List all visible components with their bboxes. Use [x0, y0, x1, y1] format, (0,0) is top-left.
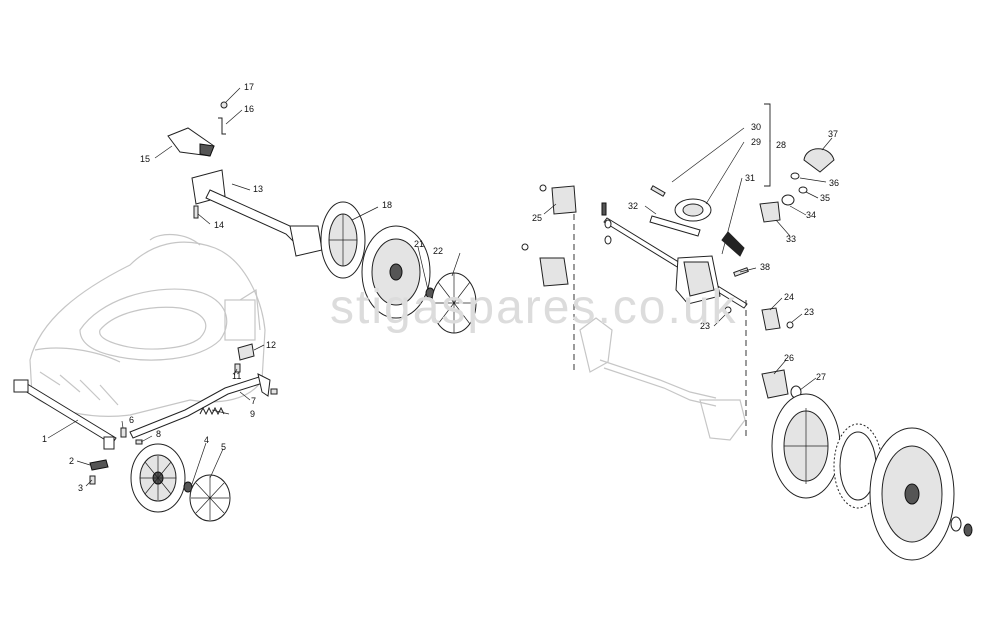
handle-bracket-part[interactable] [191, 169, 323, 257]
hubcap-part-22[interactable] [431, 272, 477, 334]
drive-frame-ghost [579, 317, 746, 441]
callout-32: 32 [628, 201, 638, 211]
screw-part[interactable] [89, 475, 96, 485]
pinion-part-24[interactable] [724, 306, 794, 331]
callout-labels: 1 2 3 4 5 6 7 8 9 11 12 13 14 15 16 17 1… [42, 82, 839, 493]
callout-16: 16 [244, 104, 254, 114]
leader-lines [47, 87, 833, 487]
callout-21: 21 [414, 239, 424, 249]
callout-5: 5 [221, 442, 226, 452]
callout-28: 28 [776, 140, 786, 150]
nut-part-17[interactable] [220, 101, 228, 109]
wheel-cover-part-right[interactable] [771, 393, 841, 499]
mower-deck-ghost [29, 234, 266, 417]
spring-part-16[interactable] [218, 117, 226, 135]
callout-6: 6 [129, 415, 134, 425]
callout-11: 11 [232, 371, 241, 381]
callout-15: 15 [140, 154, 150, 164]
pulley-part[interactable] [674, 198, 712, 222]
wheel-nut-right[interactable] [950, 516, 973, 537]
pinion-part-26[interactable] [761, 369, 789, 399]
wheel-cover-part-18[interactable] [320, 201, 366, 279]
callout-2: 2 [69, 456, 74, 466]
front-wheel-part[interactable] [130, 443, 186, 513]
cap-part-37[interactable] [803, 148, 835, 173]
callout-38: 38 [760, 262, 770, 272]
callout-26: 26 [784, 353, 794, 363]
rear-wheel-right-part[interactable] [869, 427, 955, 561]
height-lever-rod[interactable] [129, 373, 271, 439]
pin-part[interactable] [120, 427, 143, 445]
pin-part-30[interactable] [650, 185, 666, 197]
callout-3: 3 [78, 483, 83, 493]
assembly-lines [573, 103, 771, 440]
callout-34: 34 [806, 210, 816, 220]
bracket-part[interactable] [234, 343, 255, 373]
callout-22: 22 [433, 246, 443, 256]
callout-18: 18 [382, 200, 392, 210]
callout-23-left: 23 [700, 321, 710, 331]
rear-wheel-part[interactable] [361, 225, 431, 319]
front-axle-part[interactable] [13, 379, 117, 450]
callout-9: 9 [250, 409, 255, 419]
rod-part-31[interactable] [721, 231, 745, 257]
callout-25: 25 [532, 213, 542, 223]
washer-part-34[interactable] [781, 194, 795, 206]
callout-13: 13 [253, 184, 263, 194]
spring-part[interactable] [199, 406, 225, 416]
callout-8: 8 [156, 429, 161, 439]
callout-7: 7 [251, 396, 256, 406]
callout-27: 27 [816, 372, 826, 382]
sleeve-part-left[interactable] [521, 243, 569, 287]
callout-29: 29 [751, 137, 761, 147]
callout-1: 1 [42, 434, 47, 444]
pinion-part-25[interactable] [539, 184, 577, 215]
plate-part[interactable] [89, 459, 109, 471]
callout-33: 33 [786, 234, 796, 244]
front-hubcap-part[interactable] [189, 474, 231, 522]
callout-36: 36 [829, 178, 839, 188]
washer-part-36[interactable] [790, 172, 800, 180]
callout-23-right: 23 [804, 307, 814, 317]
callout-14: 14 [214, 220, 224, 230]
washer-part-35[interactable] [798, 186, 808, 194]
screw-part-7[interactable] [270, 388, 278, 395]
callout-37: 37 [828, 129, 838, 139]
washer-part-left[interactable] [604, 219, 612, 245]
callout-35: 35 [820, 193, 830, 203]
gearbox-part[interactable] [675, 255, 721, 305]
knob-part-15[interactable] [167, 127, 215, 157]
callout-24: 24 [784, 292, 794, 302]
callout-30: 30 [751, 122, 761, 132]
bearing-part-33[interactable] [759, 201, 781, 223]
drive-shaft-part[interactable] [601, 202, 748, 309]
belt-guide-part-32[interactable] [649, 215, 701, 237]
pin-part-14[interactable] [193, 205, 199, 219]
callout-12: 12 [266, 340, 276, 350]
callout-31: 31 [745, 173, 755, 183]
callout-17: 17 [244, 82, 254, 92]
callout-4: 4 [204, 435, 209, 445]
